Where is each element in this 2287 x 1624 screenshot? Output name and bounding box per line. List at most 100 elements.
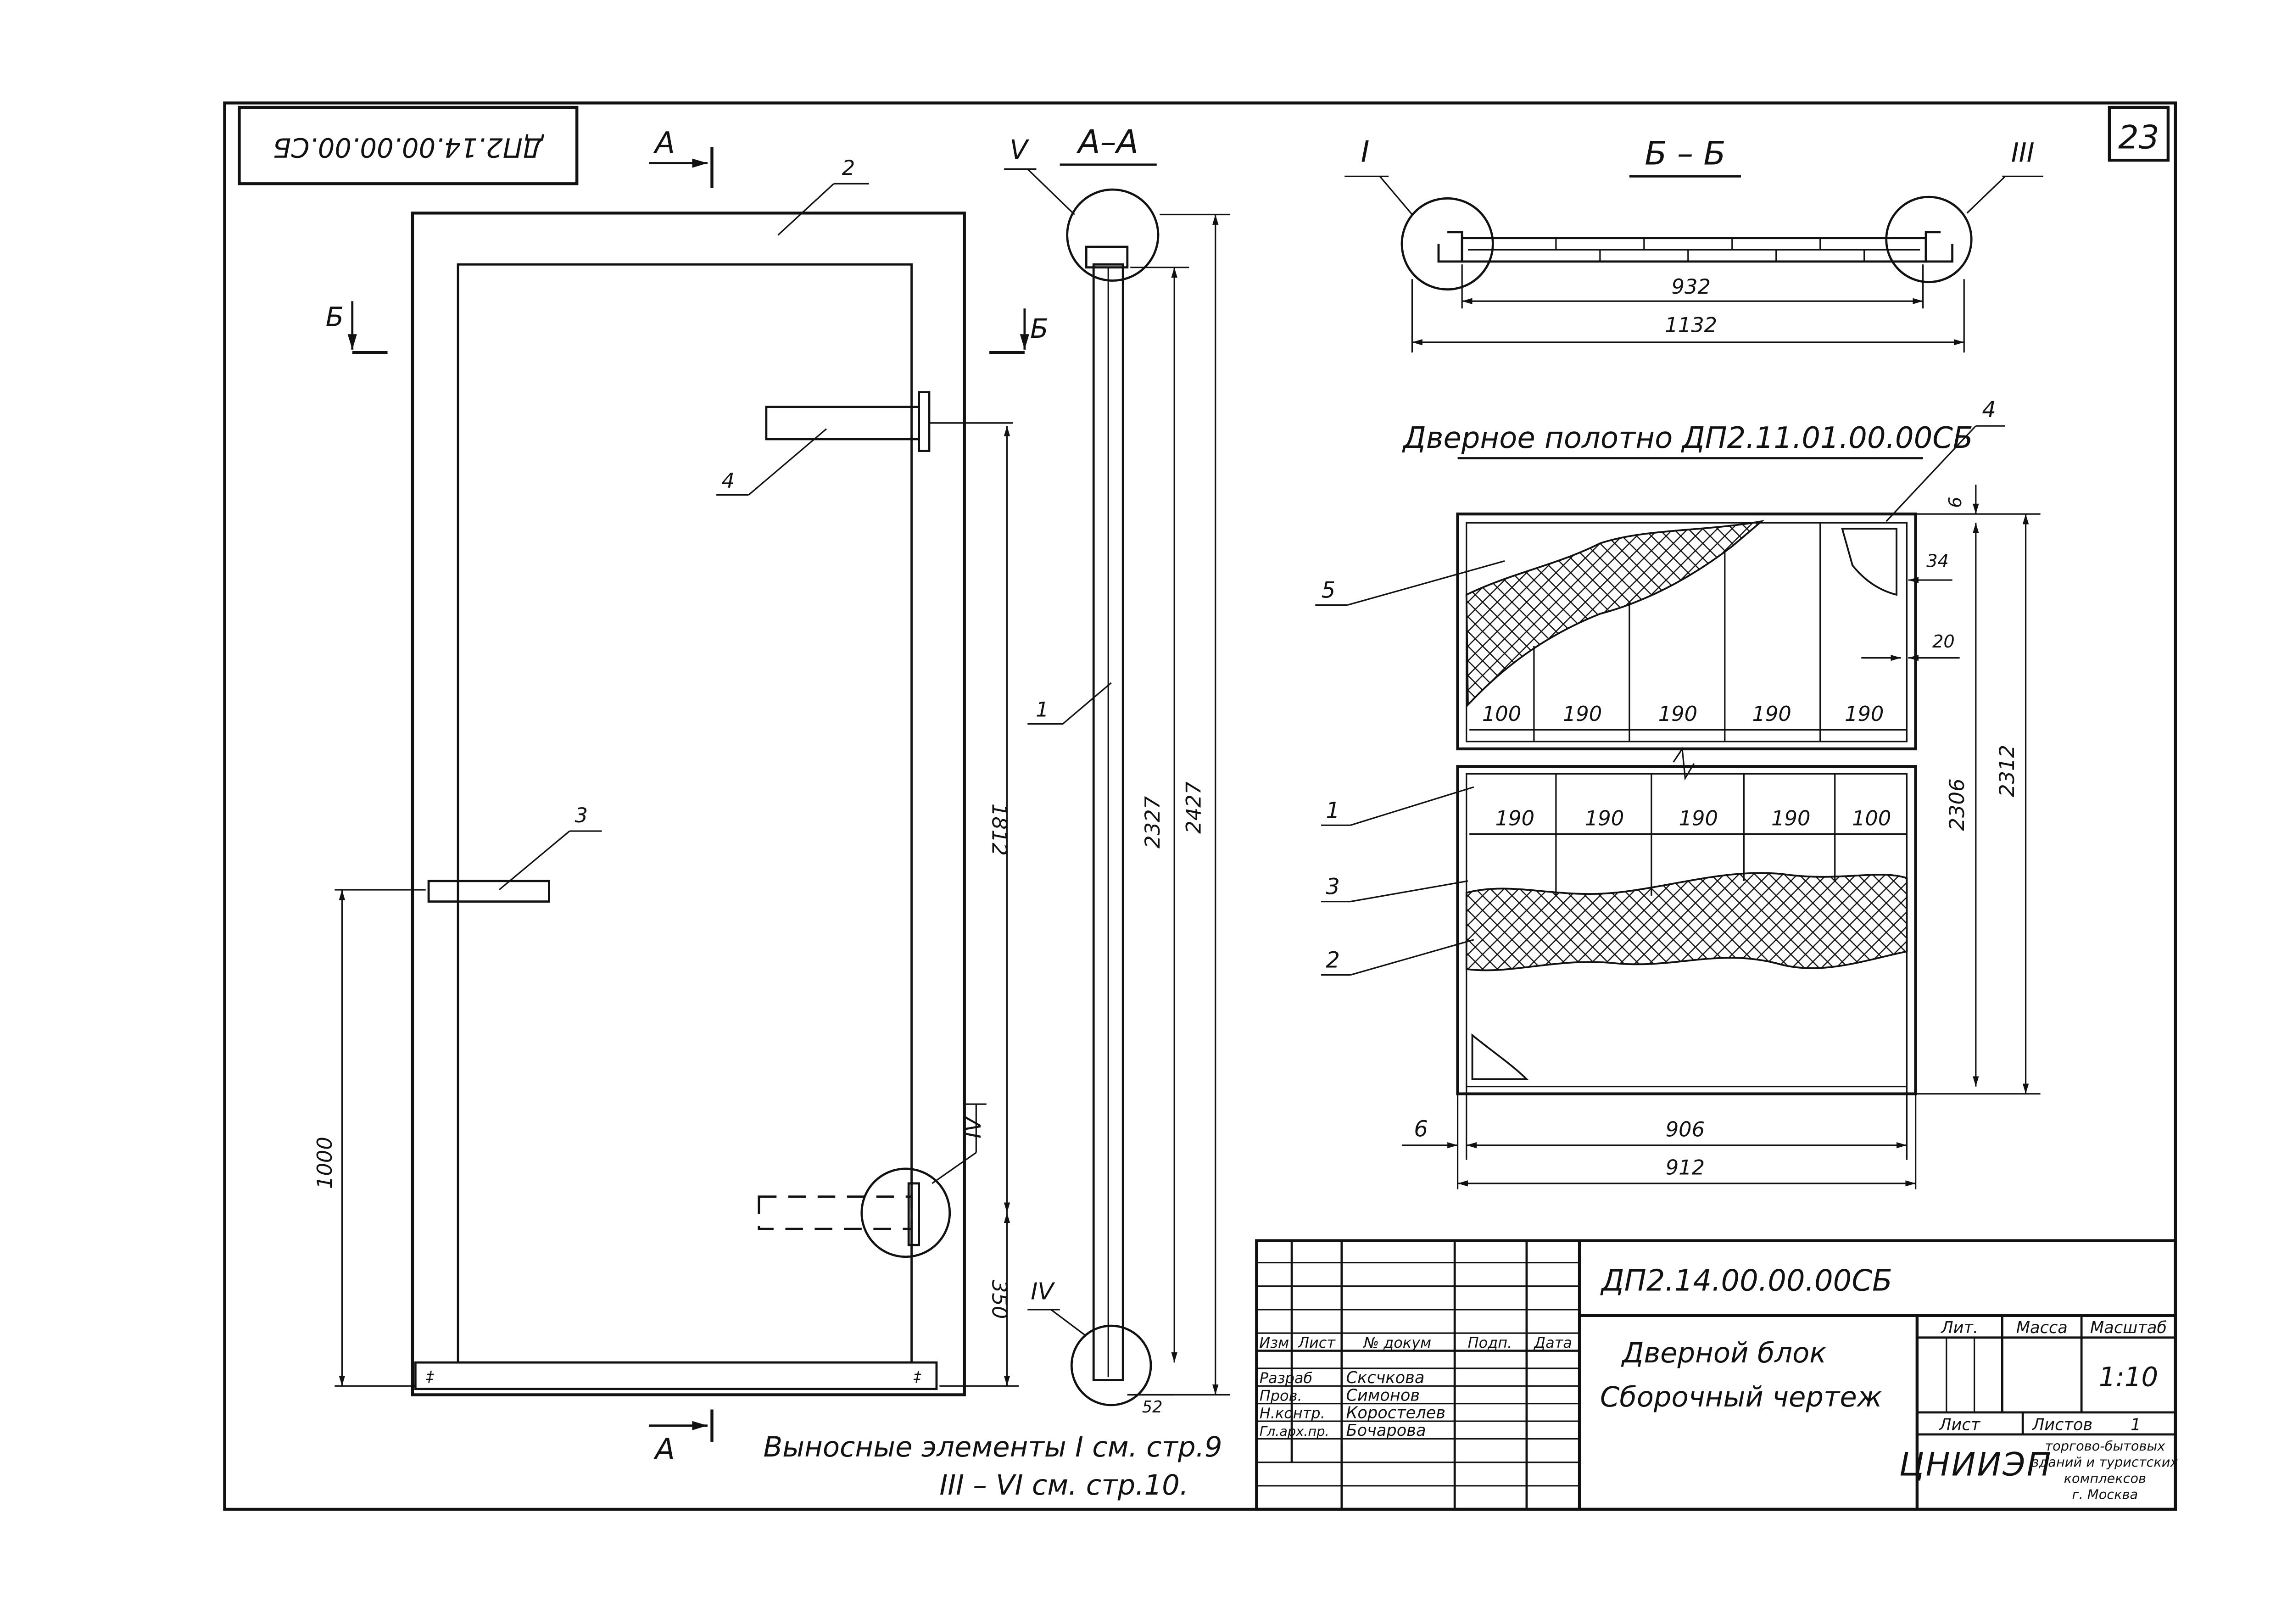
org-name-4: г. Москва: [2072, 1487, 2138, 1502]
tb-mass-label: Масса: [2016, 1318, 2068, 1337]
tb-hdr-list: Лист: [1298, 1334, 1336, 1351]
dim-2327: 2327: [1140, 796, 1165, 848]
dim-2306: 2306: [1945, 779, 1969, 831]
leader-frame: 2: [842, 156, 855, 180]
tb-person-4: Бочарова: [1346, 1421, 1426, 1440]
tb-lit-label: Лит.: [1940, 1318, 1978, 1337]
tb-scale: 1:10: [2099, 1362, 2158, 1392]
org-name-3: комплексов: [2064, 1470, 2146, 1486]
leaf-lower-hatch: [1465, 872, 1908, 971]
rotated-code-stamp: ДП2.14.00.00.00.СБ: [238, 106, 579, 185]
detail-iv-label-aa: IV: [1031, 1278, 1055, 1306]
dim-bottom-4: 190: [1771, 806, 1810, 830]
dim-top-3: 190: [1658, 702, 1697, 726]
door-handle: [427, 880, 550, 903]
leader-handle: 3: [575, 803, 588, 827]
section-a-bottom: А: [653, 1433, 675, 1467]
section-b-left: Б: [326, 302, 344, 333]
section-bb: Б – Б I III 932 1132: [1344, 135, 2043, 353]
leader-leaf-2: 2: [1326, 948, 1340, 973]
dim-52: 52: [1142, 1398, 1163, 1417]
dim-34: 34: [1926, 551, 1949, 571]
section-aa: А–А V IV 1 2327 2427 52: [1004, 123, 1230, 1417]
threshold-mark-right: ‡: [913, 1368, 921, 1385]
dim-top-4: 190: [1752, 702, 1791, 726]
sheet-border: [223, 101, 2177, 1511]
threshold: [414, 1361, 938, 1390]
dim-top-2: 190: [1563, 702, 1602, 726]
door-frame-outer: [411, 212, 966, 1396]
dim-912: 912: [1666, 1155, 1705, 1180]
tb-sheets-label: Листов: [2031, 1415, 2092, 1434]
tb-role-2: Пров.: [1260, 1387, 1302, 1404]
org-name-2: зданий и туристских: [2032, 1454, 2178, 1470]
tb-role-1: Разраб: [1260, 1369, 1312, 1387]
detail-iii-circle: [1885, 195, 1973, 284]
dim-bottom-3: 190: [1679, 806, 1718, 830]
tb-name-1: Дверной блок: [1621, 1337, 1826, 1369]
note-line-1: Выносные элементы I см. стр.9: [763, 1431, 1222, 1463]
lower-hinge-dashed: [758, 1195, 913, 1230]
tb-designation: ДП2.14.00.00.00СБ: [1600, 1264, 1892, 1298]
org-logo: ЦНИИЭП: [1899, 1445, 2053, 1483]
page-number-box: [2108, 106, 2170, 162]
dim-bottom-5: 100: [1852, 806, 1891, 830]
dim-1812: 1812: [987, 804, 1012, 856]
tb-sheet-label: Лист: [1938, 1415, 1981, 1434]
tb-person-2: Симонов: [1346, 1386, 1420, 1405]
tb-person-3: Коростелев: [1346, 1404, 1445, 1423]
note-block: Выносные элементы I см. стр.9 III – VI с…: [763, 1431, 1222, 1501]
tb-person-1: Сксчкова: [1346, 1368, 1424, 1387]
dim-1132: 1132: [1665, 313, 1717, 337]
dim-20: 20: [1932, 631, 1955, 652]
dim-932: 932: [1671, 274, 1710, 299]
leader-leaf-5: 5: [1322, 577, 1336, 603]
section-bb-title: Б – Б: [1645, 135, 1725, 173]
lower-hinge-plate: [907, 1182, 920, 1246]
dim-6-right: 6: [1945, 497, 1966, 508]
door-leaf-detail: Дверное полотно ДП2.11.01.00.00СБ 100 19…: [1315, 397, 2041, 1189]
detail-i-circle: [1400, 197, 1494, 291]
leader-aa-1: 1: [1036, 698, 1049, 722]
dim-906: 906: [1666, 1117, 1705, 1141]
tb-hdr-date: Дата: [1533, 1334, 1572, 1351]
aa-leaf-profile: [1092, 263, 1124, 1381]
dim-2427: 2427: [1182, 781, 1206, 833]
tb-role-4: Гл.арх.пр.: [1260, 1423, 1329, 1439]
tb-hdr-doc: № докум: [1363, 1334, 1431, 1351]
note-line-2: III – VI см. стр.10.: [939, 1469, 1188, 1501]
detail-iii-label: III: [2011, 137, 2035, 168]
org-name-1: торгово-бытовых: [2045, 1438, 2165, 1454]
dim-1000: 1000: [312, 1137, 337, 1189]
dim-top-5: 190: [1845, 702, 1884, 726]
tb-name-2: Сборочный чертеж: [1600, 1381, 1882, 1413]
rotated-code-text: ДП2.14.00.00.00.СБ: [273, 132, 545, 163]
section-a-top: А: [653, 126, 675, 160]
leaf-upper-hatch: [1465, 519, 1765, 707]
detail-v-label: V: [1010, 134, 1029, 165]
door-closer: [765, 406, 920, 441]
dim-6-bottom: 6: [1414, 1116, 1428, 1142]
leader-leaf-4: 4: [1982, 397, 1996, 423]
dim-top-1: 100: [1482, 702, 1521, 726]
leader-leaf-1: 1: [1326, 798, 1340, 823]
page-number: 23: [2118, 119, 2159, 156]
detail-i-label: I: [1361, 135, 1370, 169]
tb-hdr-izm: Изм: [1259, 1334, 1289, 1351]
section-aa-title: А–А: [1076, 123, 1138, 161]
dim-bottom-1: 190: [1495, 806, 1534, 830]
tb-role-3: Н.контр.: [1260, 1405, 1325, 1422]
door-front-view: ‡ ‡ 4 3 2 IV А А Б: [312, 126, 1049, 1467]
aa-frame-head: [1085, 246, 1129, 269]
door-leaf-outline: [457, 263, 913, 1364]
threshold-mark-left: ‡: [426, 1368, 434, 1385]
dim-350: 350: [987, 1280, 1012, 1319]
dim-2312: 2312: [1995, 745, 2019, 797]
detail-iv-circle-aa: [1070, 1324, 1152, 1406]
detail-iv-circle-main: [860, 1167, 951, 1258]
tb-sheets: 1: [2131, 1415, 2141, 1434]
title-block: Изм Лист № докум Подп. Дата Разраб Сксчк…: [1255, 1239, 2178, 1511]
detail-iv-label-main: IV: [960, 1116, 986, 1138]
closer-plate: [918, 391, 931, 452]
